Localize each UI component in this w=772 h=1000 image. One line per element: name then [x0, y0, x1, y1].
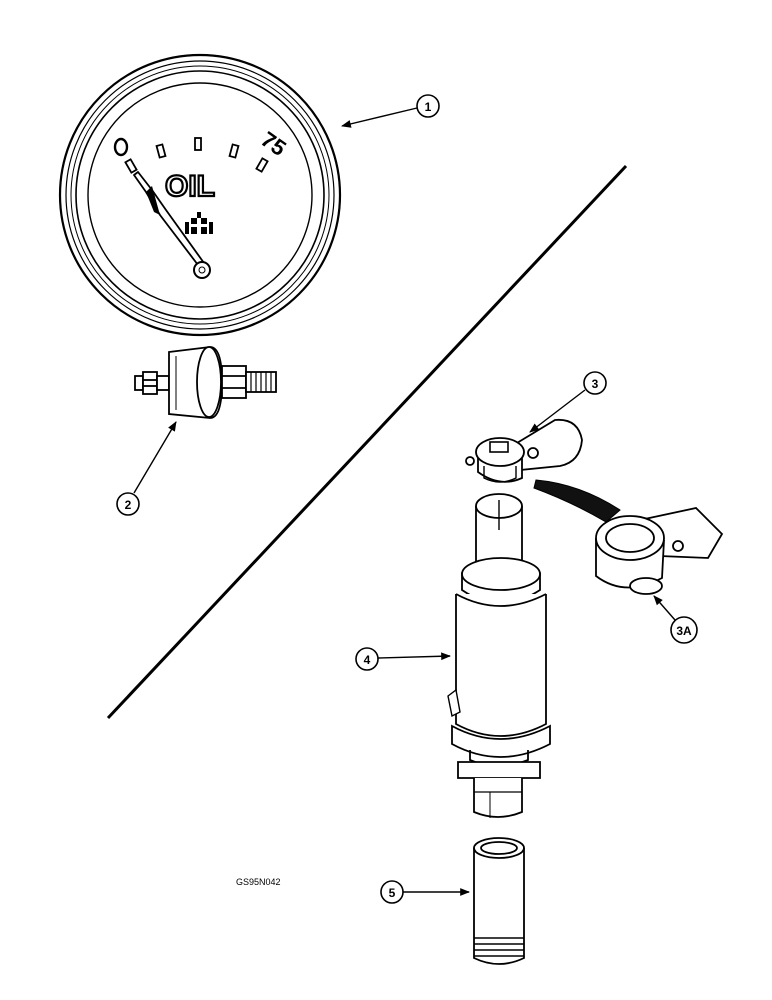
callout-3-label: 3 — [592, 377, 599, 391]
separator-line — [106, 164, 628, 720]
callout-3: 3 — [529, 371, 607, 433]
pipe-nipple — [473, 837, 525, 965]
callout-3a: 3A — [653, 595, 698, 644]
oil-pressure-switch — [134, 346, 277, 419]
callout-2-label: 2 — [125, 498, 132, 512]
callout-5: 5 — [380, 880, 470, 904]
gauge-label: OIL — [165, 170, 215, 203]
breather-cap-alternate — [595, 507, 724, 595]
breather-cap — [465, 418, 583, 483]
ih-logo — [185, 212, 213, 234]
gauge-zero-mark — [113, 137, 129, 157]
alternate-indicator-arrow — [533, 479, 621, 523]
callout-1: 1 — [341, 94, 440, 128]
callout-5-label: 5 — [389, 886, 396, 900]
callout-4-label: 4 — [364, 653, 371, 667]
oil-pressure-gauge: 75 OIL — [58, 53, 342, 337]
gauge-tick-marks — [124, 137, 269, 174]
callout-1-label: 1 — [425, 100, 432, 114]
callout-2: 2 — [116, 421, 177, 516]
figure-id: GS95N042 — [236, 877, 281, 887]
gauge-needle — [133, 171, 211, 279]
callout-3a-label: 3A — [676, 624, 692, 638]
oil-filler-breather — [447, 493, 551, 818]
callout-4: 4 — [355, 647, 451, 671]
